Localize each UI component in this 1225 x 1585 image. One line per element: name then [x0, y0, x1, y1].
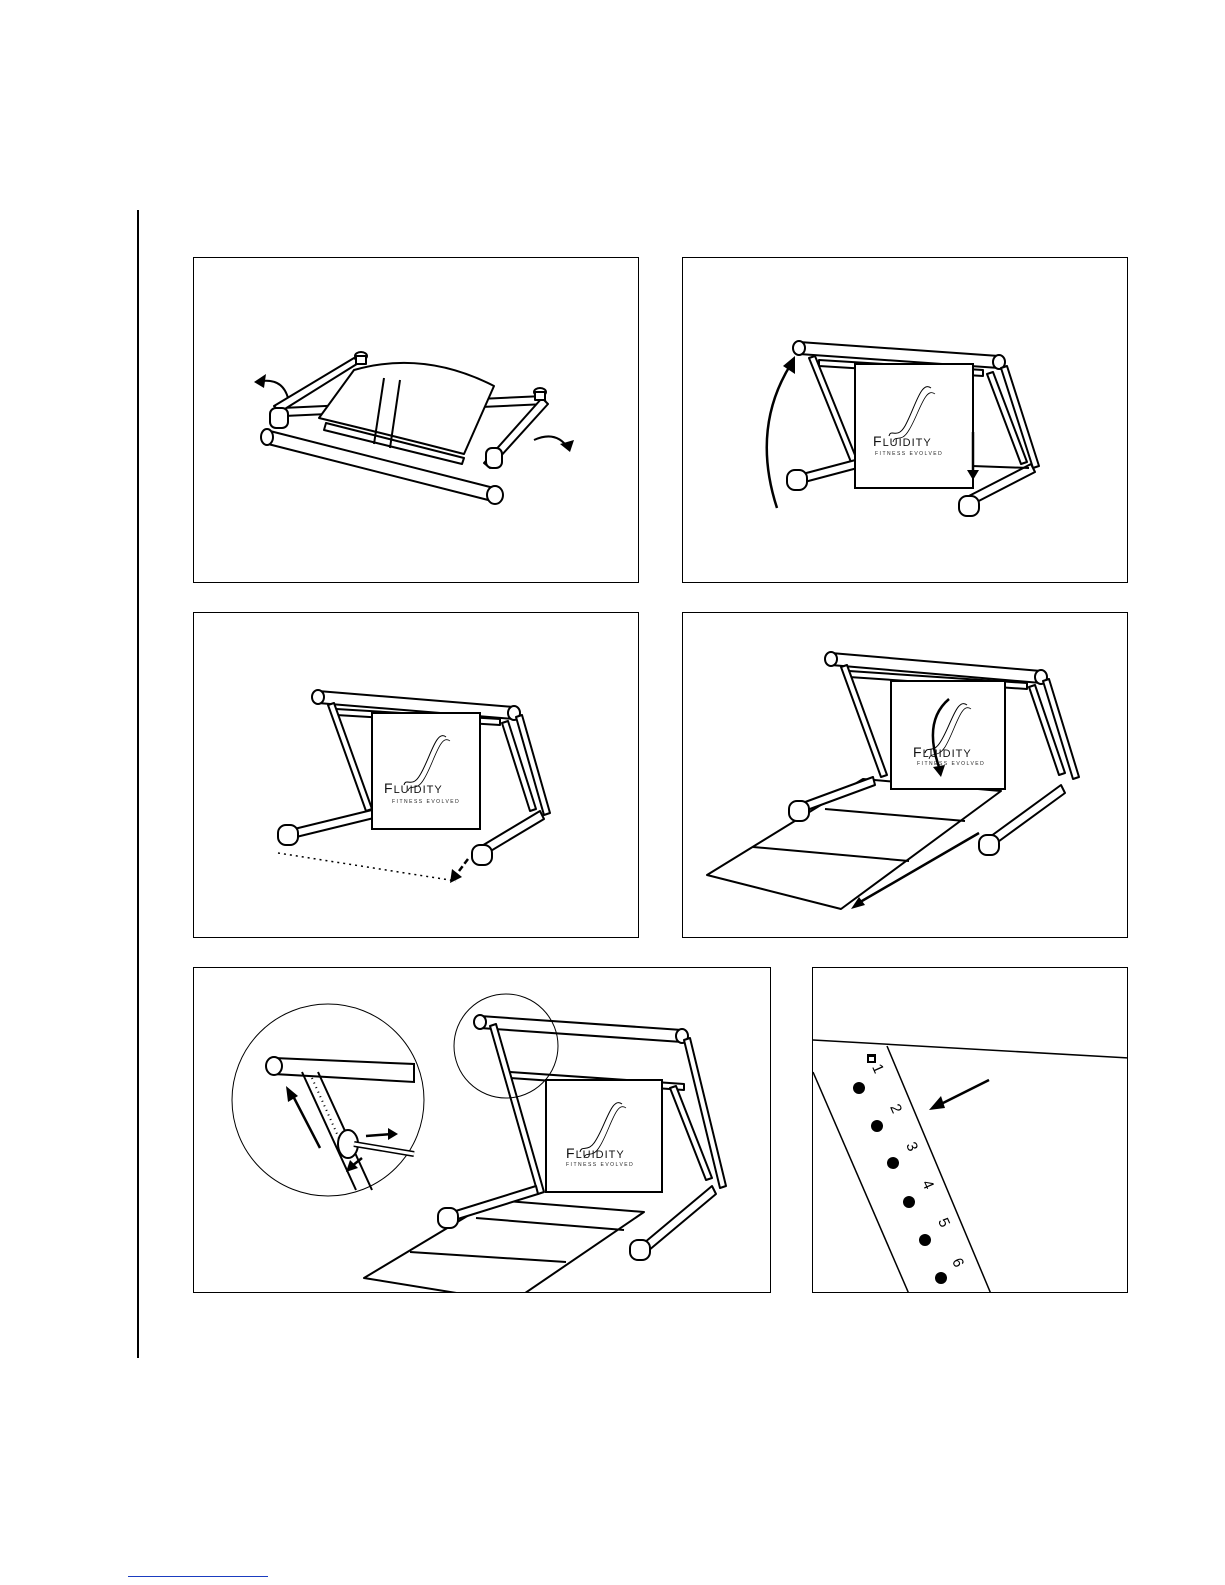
panel-unfold-frame — [193, 257, 639, 583]
position-label-5: 5 — [934, 1215, 953, 1230]
position-label-1: 1 — [868, 1061, 887, 1076]
logo-tagline: FITNESS EVOLVED — [875, 451, 943, 457]
position-label-4: 4 — [918, 1177, 937, 1192]
detail-circle — [232, 1004, 424, 1196]
logo-tagline: FITNESS EVOLVED — [566, 1162, 634, 1168]
panel-lower-mat: FLUIDITY FITNESS EVOLVED — [682, 612, 1128, 938]
adjust-height-illustration: FLUIDITY FITNESS EVOLVED — [194, 968, 771, 1293]
position-label-3: 3 — [902, 1139, 921, 1154]
extend-base-illustration: FLUIDITY FITNESS EVOLVED — [194, 613, 639, 938]
lock-icon — [867, 1054, 876, 1063]
slide-arrow-icon — [456, 859, 468, 875]
raised-frame-illustration: FLUIDITY FITNESS EVOLVED — [683, 258, 1128, 583]
panel-extend-base: FLUIDITY FITNESS EVOLVED — [193, 612, 639, 938]
panel-raise-frame: FLUIDITY FITNESS EVOLVED — [682, 257, 1128, 583]
position-label-2: 2 — [886, 1101, 905, 1116]
height-scale-illustration: 1 2 3 4 5 6 — [813, 968, 1128, 1293]
logo-banner: FLUIDITY FITNESS EVOLVED — [891, 681, 1005, 789]
logo-banner: FLUIDITY FITNESS EVOLVED — [546, 1080, 662, 1192]
position-label-6: 6 — [948, 1255, 967, 1270]
panel-adjust-height: FLUIDITY FITNESS EVOLVED — [193, 967, 771, 1293]
footer-link-underline — [128, 1576, 268, 1577]
panel-height-positions: 1 2 3 4 5 6 — [812, 967, 1128, 1293]
logo-tagline: FITNESS EVOLVED — [917, 761, 985, 767]
folded-frame-illustration — [194, 258, 639, 583]
logo-banner: FLUIDITY FITNESS EVOLVED — [855, 364, 973, 488]
margin-rule — [137, 210, 139, 1358]
logo-banner: FLUIDITY FITNESS EVOLVED — [372, 713, 480, 829]
logo-tagline: FITNESS EVOLVED — [392, 799, 460, 805]
base-outline — [278, 853, 456, 881]
pointer-arrow-icon — [941, 1080, 989, 1104]
lower-mat-illustration: FLUIDITY FITNESS EVOLVED — [683, 613, 1128, 938]
